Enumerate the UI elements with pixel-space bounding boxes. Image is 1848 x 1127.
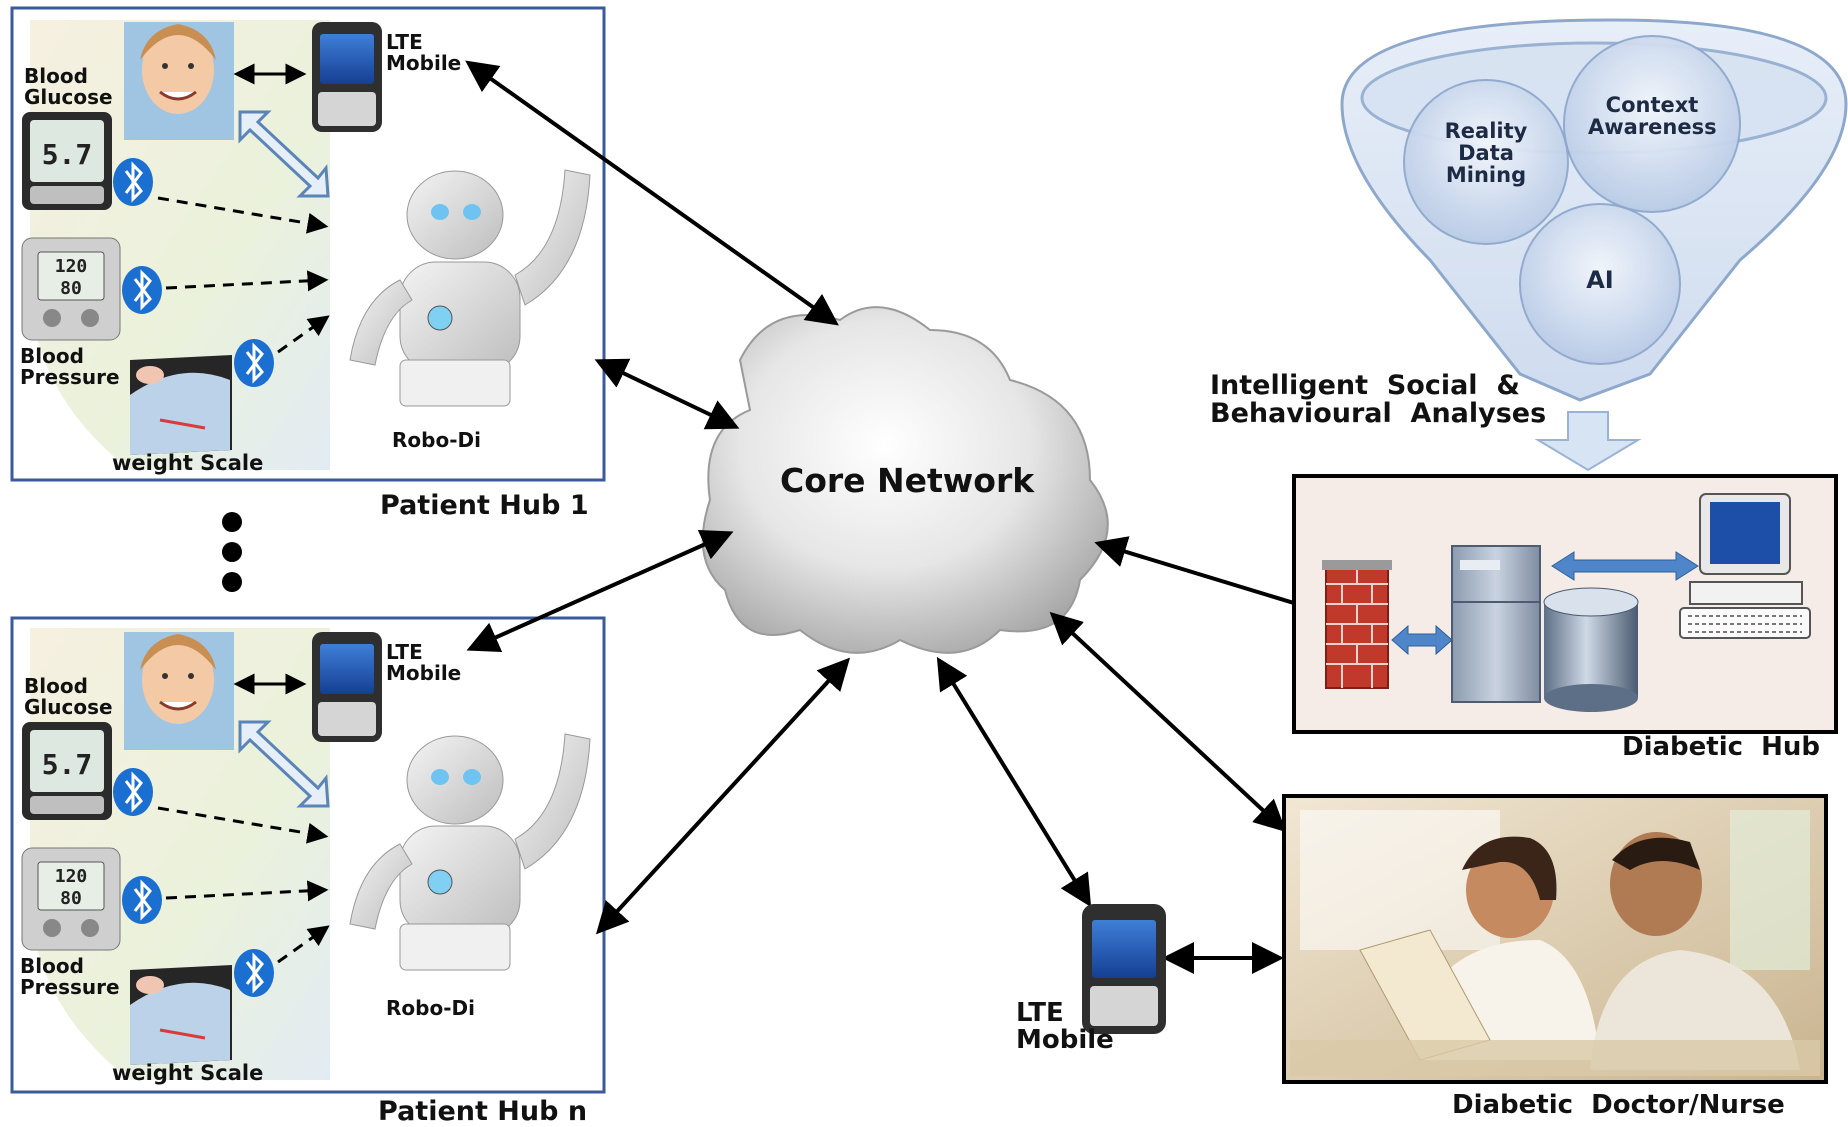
- hub1-robot-label: Robo-Di: [392, 428, 481, 452]
- hubn-lte-mobile-label: LTE Mobile: [386, 640, 462, 685]
- diabetic-hub: [1292, 474, 1838, 734]
- glucose-reading-1: 5.7: [42, 138, 93, 171]
- hubn-robot-label: Robo-Di: [386, 996, 475, 1020]
- firewall-icon: [1322, 560, 1392, 689]
- patient-robot-link: [238, 110, 330, 198]
- link-robot1-core: [594, 358, 740, 430]
- funnel-caption: Intelligent Social & Behavioural Analyse…: [1210, 370, 1547, 430]
- sensor-link: [277, 925, 330, 964]
- link-phone1-core: [465, 60, 839, 326]
- hub1-weight-scale-label: weight Scale: [112, 451, 264, 475]
- bluetooth-icon: [122, 266, 162, 314]
- link-phonen-core: [466, 529, 734, 653]
- funnel-output-arrow: [1534, 411, 1642, 472]
- bluetooth-icon: [122, 876, 162, 924]
- bp-reading-top-n: 120: [55, 866, 88, 887]
- core-network-label: Core Network: [780, 461, 1035, 500]
- bluetooth-icon: [113, 768, 153, 816]
- ellipsis-dot: [222, 572, 242, 592]
- lte-phone-standalone: [1082, 904, 1166, 1034]
- funnel-bubble-context-label: Context Awareness: [1588, 93, 1717, 140]
- link-robotn-core: [595, 657, 851, 935]
- bluetooth-icon: [234, 339, 274, 387]
- standalone-lte-mobile-label: LTE Mobile: [1016, 998, 1114, 1056]
- bp-reading-bottom-1: 80: [60, 278, 82, 299]
- link-mobile-core: [936, 656, 1092, 908]
- funnel-bubble-reality-label: Reality Data Mining: [1444, 119, 1528, 188]
- bluetooth-icon: [113, 158, 153, 206]
- link-hub-core: [1094, 536, 1336, 622]
- bp-reading-bottom-n: 80: [60, 888, 82, 909]
- glucose-meter-1: 5.7: [22, 112, 112, 210]
- server-computer-arrow: [1551, 551, 1699, 581]
- hub1-lte-mobile-label: LTE Mobile: [386, 30, 462, 75]
- blood-pressure-meter-n: 120 80: [21, 847, 121, 951]
- hubn-blood-pressure-label: Blood Pressure: [20, 954, 120, 999]
- sensor-link: [157, 806, 329, 844]
- sensor-link: [165, 880, 329, 902]
- sensor-link: [277, 315, 330, 354]
- robot-n: [349, 733, 591, 971]
- weight-scale-1: [130, 355, 232, 455]
- bluetooth-icon: [234, 949, 274, 997]
- hubn-weight-scale-label: weight Scale: [112, 1061, 264, 1085]
- hubn-blood-glucose-label: Blood Glucose: [24, 674, 113, 719]
- sensor-link: [157, 196, 329, 234]
- patient-hub-n: 5.7 120 80: [10, 616, 606, 1094]
- doctor-nurse-photo: [1282, 794, 1828, 1084]
- bp-reading-top-1: 120: [55, 256, 88, 277]
- patient-hub-n-title: Patient Hub n: [378, 1096, 588, 1127]
- glucose-reading-n: 5.7: [42, 748, 93, 781]
- hub1-blood-glucose-label: Blood Glucose: [24, 64, 113, 109]
- sensor-link: [165, 270, 329, 292]
- patient-robot-link: [238, 720, 330, 808]
- lte-phone-n: [312, 632, 382, 742]
- hub1-blood-pressure-label: Blood Pressure: [20, 344, 120, 389]
- database-icon: [1543, 587, 1639, 712]
- bubble-ai: [1519, 203, 1681, 365]
- diabetic-hub-label: Diabetic Hub: [1622, 732, 1821, 762]
- doctor-nurse-label: Diabetic Doctor/Nurse: [1452, 1090, 1785, 1120]
- blood-pressure-meter-1: 120 80: [21, 237, 121, 341]
- bubble-context-awareness: [1563, 35, 1741, 213]
- ellipsis-dot: [222, 542, 242, 562]
- computer-icon: [1679, 493, 1811, 639]
- analytics-funnel: [1340, 18, 1848, 472]
- lte-phone-1: [312, 22, 382, 132]
- bubble-reality-data-mining: [1403, 79, 1569, 245]
- server-icon: [1451, 545, 1541, 703]
- weight-scale-n: [130, 965, 232, 1065]
- patient-face-n: [124, 632, 234, 750]
- link-doctor-core: [1049, 611, 1287, 833]
- funnel-bubble-ai-label: AI: [1586, 266, 1614, 294]
- ellipsis-dot: [222, 512, 242, 532]
- patient-hub-1-title: Patient Hub 1: [380, 490, 589, 521]
- glucose-meter-n: 5.7: [22, 722, 112, 820]
- patient-face-1: [124, 22, 234, 140]
